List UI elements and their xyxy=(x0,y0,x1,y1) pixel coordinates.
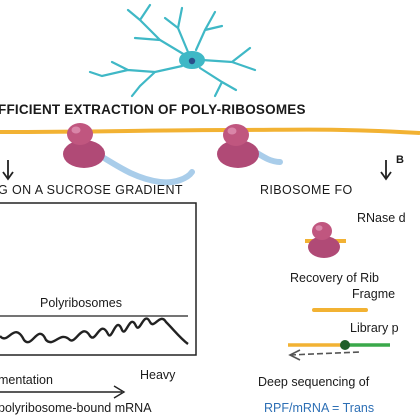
neuron-icon xyxy=(88,3,257,98)
left-step-label: G ON A SUCROSE GRADIENT xyxy=(0,183,183,197)
bound-mrna-label: polyribosome-bound mRNA xyxy=(0,401,152,415)
right-step-label: RIBOSOME FO xyxy=(260,183,353,197)
polyribosomes-label: Polyribosomes xyxy=(40,296,122,310)
recovery-label: Recovery of Rib xyxy=(290,271,379,285)
library-prep-illustration xyxy=(288,340,390,361)
rnase-label: RNase d xyxy=(357,211,406,225)
figure-title: FFICIENT EXTRACTION OF POLY-RIBOSOMES xyxy=(0,102,306,117)
sucrose-gradient-profile xyxy=(0,202,197,399)
heavy-label: Heavy xyxy=(140,368,176,382)
ribosome-1 xyxy=(63,123,195,186)
ribosome-2 xyxy=(217,124,283,168)
fragment-label: Fragme xyxy=(352,287,396,301)
down-arrow-icon xyxy=(2,160,14,181)
mrna-strand xyxy=(0,127,420,135)
formula-label: RPF/mRNA = Trans xyxy=(264,401,375,415)
deep-sequencing-label: Deep sequencing of xyxy=(258,375,370,389)
down-arrow-icon xyxy=(380,160,392,181)
library-label: Library p xyxy=(350,321,399,335)
rnase-digestion-illustration xyxy=(305,222,346,258)
sedimentation-label: mentation xyxy=(0,373,53,387)
panel-letter: B xyxy=(396,154,404,166)
